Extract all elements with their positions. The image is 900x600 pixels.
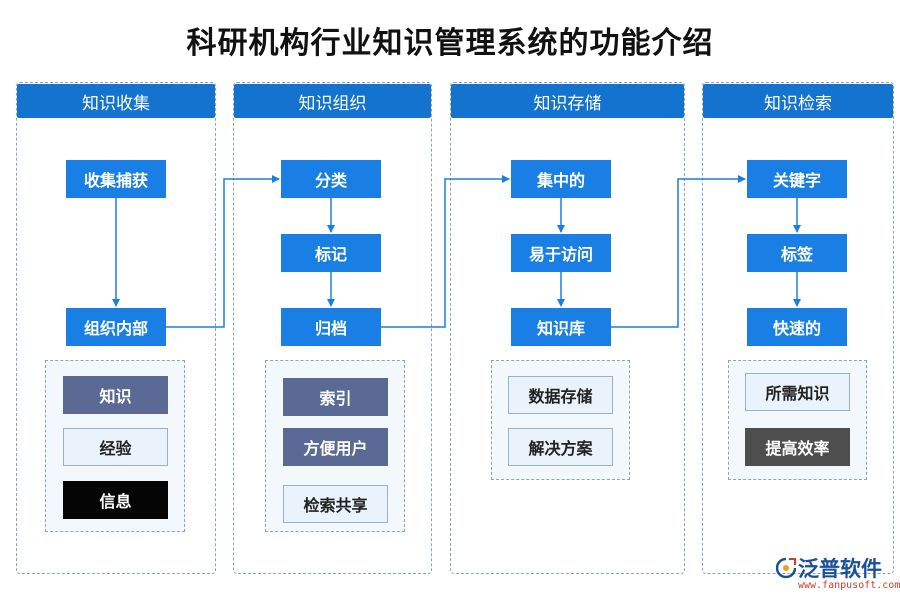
arrow-base-to-keyword xyxy=(611,175,746,328)
column-header-storage: 知识存储 xyxy=(451,84,684,118)
column-header-organization: 知识组织 xyxy=(234,84,431,118)
node-archive: 归档 xyxy=(281,308,381,346)
box-knowledge: 知识 xyxy=(63,376,168,414)
brand-url: www.fanpusoft.com xyxy=(798,580,900,591)
column-knowledge-collection xyxy=(16,82,216,574)
box-retrieval-sharing: 检索共享 xyxy=(283,485,388,523)
arrow-internal-to-classify xyxy=(166,175,280,328)
brand-logo: 泛普软件 www.fanpusoft.com xyxy=(776,553,900,597)
node-collect-capture: 收集捕获 xyxy=(66,160,166,198)
box-data-storage: 数据存储 xyxy=(508,376,613,414)
column-knowledge-retrieval xyxy=(702,82,894,574)
brand-name: 泛普软件 xyxy=(798,557,882,581)
node-fast: 快速的 xyxy=(747,308,847,346)
column-header-retrieval: 知识检索 xyxy=(703,84,893,118)
arrow-archive-to-centralized xyxy=(381,175,510,328)
box-experience: 经验 xyxy=(63,428,168,466)
box-solution: 解决方案 xyxy=(508,428,613,466)
node-easy-access: 易于访问 xyxy=(511,234,611,272)
brand-logo-icon xyxy=(776,557,796,579)
node-internal-org: 组织内部 xyxy=(66,308,166,346)
node-knowledge-base: 知识库 xyxy=(511,308,611,346)
page-title: 科研机构行业知识管理系统的功能介绍 xyxy=(186,26,714,61)
box-required-knowledge: 所需知识 xyxy=(745,373,850,411)
node-tag: 标记 xyxy=(281,234,381,272)
node-keyword: 关键字 xyxy=(747,160,847,198)
node-centralized: 集中的 xyxy=(511,160,611,198)
node-classify: 分类 xyxy=(281,160,381,198)
node-label: 标签 xyxy=(747,234,847,272)
box-index: 索引 xyxy=(283,378,388,416)
box-user-convenience: 方便用户 xyxy=(283,428,388,466)
column-knowledge-storage xyxy=(450,82,685,574)
box-information: 信息 xyxy=(63,481,168,519)
column-knowledge-organization xyxy=(233,82,432,574)
column-header-collection: 知识收集 xyxy=(17,84,215,118)
box-improve-efficiency: 提高效率 xyxy=(745,428,850,466)
